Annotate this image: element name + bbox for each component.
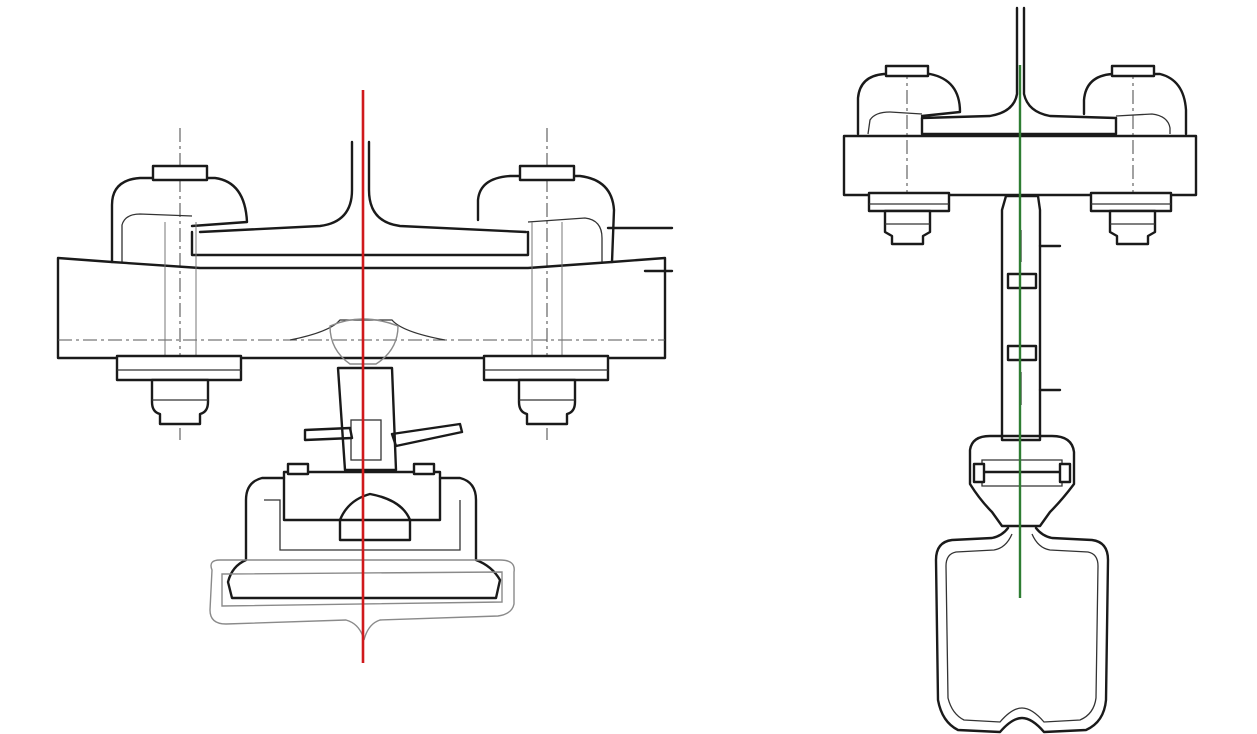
right-lower-washer-a	[867, 191, 951, 213]
left-rail-flange	[190, 230, 530, 257]
left-lower-washer-a	[115, 354, 243, 382]
left-top-nut-a	[151, 164, 209, 182]
left-hanger-pin-right	[390, 422, 464, 448]
left-main-plate	[56, 256, 667, 360]
left-clamp-nut-a	[286, 462, 310, 476]
right-lower-nut-a	[883, 209, 932, 246]
left-clamp-head-b-inner	[527, 217, 603, 262]
right-clamp-nut-right	[1058, 462, 1072, 484]
right-main-plate	[842, 134, 1198, 197]
right-rail-web-right	[1022, 6, 1118, 120]
left-conductor-rail-inner	[221, 571, 503, 607]
left-plate-pocket	[289, 319, 446, 341]
right-conductor-rail-outer	[934, 526, 1110, 734]
right-clamp-head-b	[1082, 72, 1188, 136]
left-lower-nut-a	[150, 378, 210, 426]
left-hanger-slot	[350, 419, 382, 461]
right-clamp-nut-left	[972, 462, 986, 484]
right-rail-web-left	[920, 6, 1019, 120]
right-clamp-head-a-inner	[867, 111, 923, 135]
right-clamp-head-b-inner	[1115, 113, 1171, 134]
left-rail-web-right	[367, 140, 528, 234]
left-view	[56, 90, 674, 663]
right-clamp-head-a	[856, 72, 962, 136]
right-top-nut-a	[884, 64, 930, 78]
left-lower-washer-b	[482, 354, 610, 382]
right-conductor-rail-inner	[945, 533, 1099, 723]
right-view	[842, 6, 1198, 734]
left-clamp-head-b	[476, 174, 616, 264]
right-lower-washer-b	[1089, 191, 1173, 213]
right-lower-nut-b	[1108, 209, 1157, 246]
left-collector-shoe-inner	[264, 499, 461, 551]
right-hanger-block-upper	[1006, 272, 1038, 290]
right-hanger-link	[1000, 194, 1042, 442]
left-lower-nut-b	[517, 378, 577, 426]
left-clamp-head-a	[110, 176, 249, 264]
left-rail-web-left	[198, 140, 354, 234]
right-top-nut-b	[1110, 64, 1156, 78]
right-collector-clamp	[968, 434, 1076, 528]
left-hanger-pin-left	[303, 426, 354, 442]
left-wheel	[338, 492, 412, 542]
left-hanger-stem	[336, 366, 398, 472]
right-hanger-block-lower	[1006, 344, 1038, 362]
left-clamp-nut-b	[412, 462, 436, 476]
left-clamp-head-a-inner	[121, 213, 193, 262]
left-conductor-rail-outline	[209, 559, 515, 641]
left-top-nut-b	[518, 164, 576, 182]
left-trolley-clamp-body	[282, 470, 442, 522]
